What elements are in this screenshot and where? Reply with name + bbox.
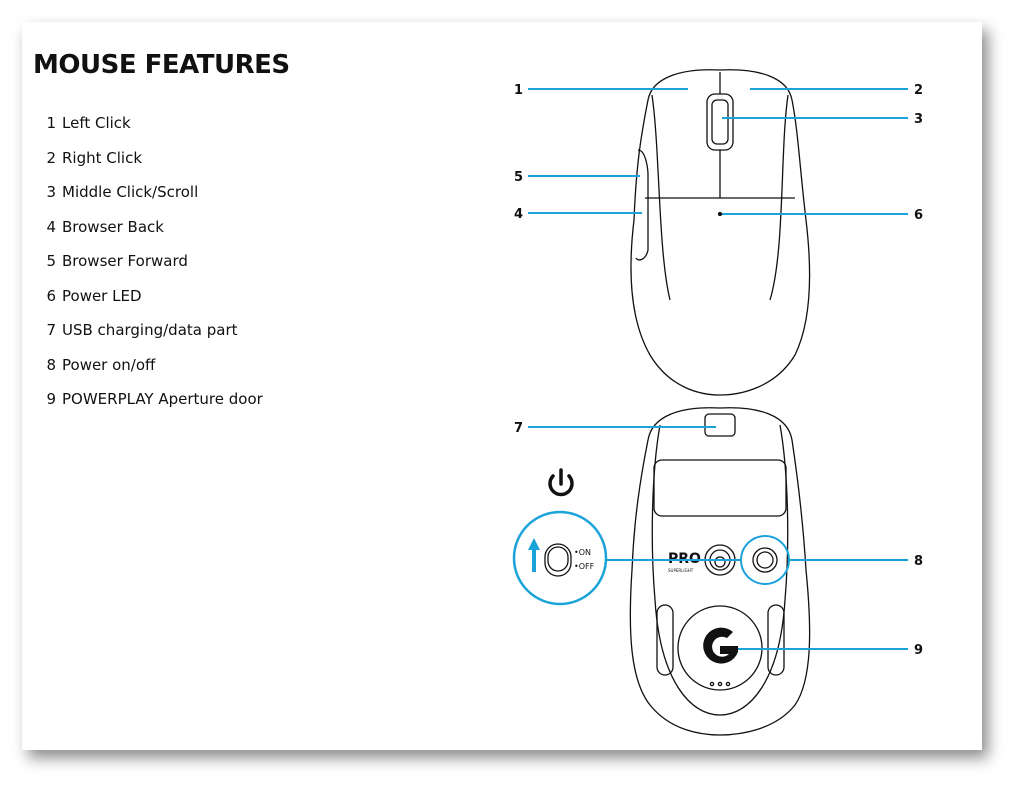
switch-off-label: •OFF: [574, 562, 595, 571]
switch-highlight: [740, 535, 790, 585]
mouse-bottom-view: [629, 407, 811, 736]
svg-text:6: 6: [914, 208, 923, 223]
power-switch: [544, 543, 572, 577]
switch-zoom-circle: [512, 510, 608, 606]
callout-numbers: 1 2 3 4 5 6 7 8 9: [514, 83, 923, 658]
svg-text:8: 8: [914, 554, 923, 569]
manual-page: [22, 22, 982, 750]
switch-on-label: •ON: [574, 548, 591, 557]
page-title: MOUSE FEATURES: [33, 50, 290, 80]
svg-text:2: 2: [914, 83, 923, 98]
svg-text:4: 4: [514, 207, 523, 222]
svg-text:3: 3: [914, 112, 923, 127]
callout-lines: [528, 88, 908, 650]
brand-subtext: SUPERLIGHT: [668, 568, 694, 573]
logitech-g-logo: [703, 627, 738, 664]
svg-text:5: 5: [514, 170, 523, 185]
arrow-up-icon: [528, 538, 540, 572]
svg-text:7: 7: [514, 421, 523, 436]
power-icon: [548, 468, 574, 497]
svg-text:9: 9: [914, 643, 923, 658]
svg-text:1: 1: [514, 83, 523, 98]
